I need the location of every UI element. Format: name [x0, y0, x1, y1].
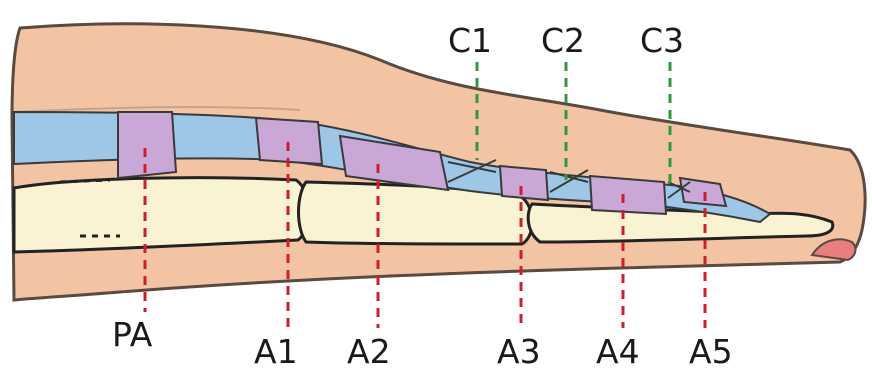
label-a5: A5	[689, 335, 733, 368]
label-a4: A4	[596, 335, 640, 368]
proximal-phalanx	[14, 178, 308, 252]
pulley-pa	[118, 112, 176, 178]
label-c3: C3	[640, 24, 684, 57]
label-a3: A3	[497, 335, 541, 368]
pulley-a1	[256, 118, 322, 164]
pulley-a4	[590, 176, 666, 214]
pulley-a3	[500, 166, 548, 200]
label-a2: A2	[347, 335, 391, 368]
label-a1: A1	[254, 335, 298, 368]
label-c2: C2	[541, 24, 585, 57]
label-pa: PA	[112, 318, 152, 351]
label-c1: C1	[448, 24, 492, 57]
